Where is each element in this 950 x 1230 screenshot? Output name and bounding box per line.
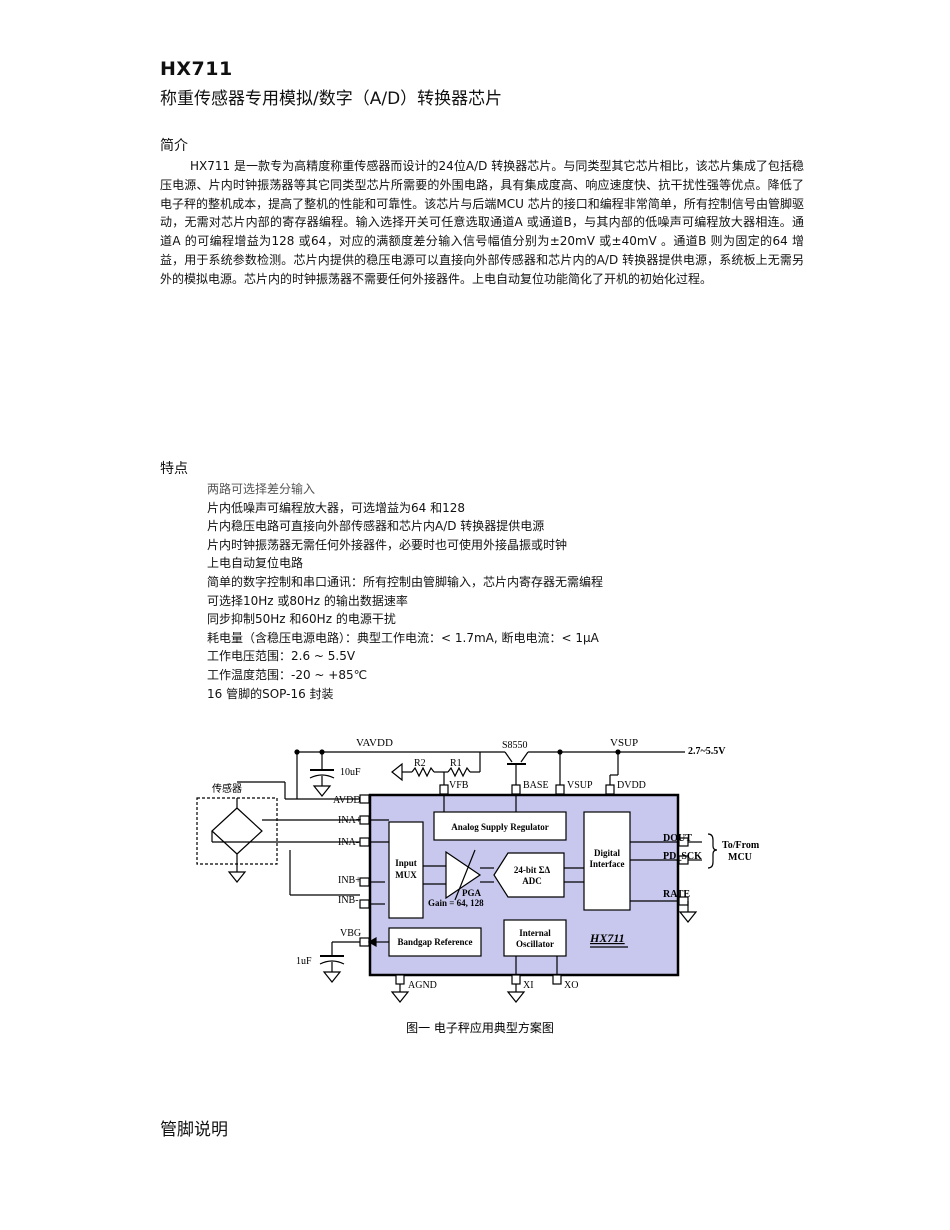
pins-heading: 管脚说明 [160,1120,228,1140]
pin-vfb-label: VFB [449,780,469,791]
mcu-label: MCU [728,852,752,863]
pin-inb-plus [359,877,370,887]
pin-base [511,784,521,795]
transistor-emitter [504,751,513,763]
capacitor-1uf-plate [319,960,345,965]
feature-item: 片内稳压电路可直接向外部传感器和芯片内A/D 转换器提供电源 [207,519,545,534]
pin-avdd [359,794,370,804]
pga-label: PGA [462,888,481,898]
feature-item: 可选择10Hz 或80Hz 的输出数据速率 [207,593,408,608]
ground-icon [312,785,332,797]
feature-item: 16 管脚的SOP-16 封装 [207,686,334,701]
block-digital-label-2: Interface [590,859,625,869]
sensor-label: 传感器 [212,782,242,795]
resistor-r2 [411,766,435,778]
pin-vbg [359,937,370,947]
intro-paragraph: HX711 是一款专为高精度称重传感器而设计的24位A/D 转换器芯片。与同类型… [160,159,804,286]
pin-pd-sck-label: PD_SCK [663,851,702,862]
cap-10uf-label: 10uF [340,767,361,778]
ground-icon [678,911,698,923]
block-mux-label-2: MUX [395,870,417,880]
r1-label: R1 [450,758,462,769]
figure-caption: 图一 电子秤应用典型方案图 [406,1020,554,1035]
feature-item: 两路可选择差分输入 [207,482,316,496]
feature-item: 片内低噪声可编程放大器，可选增益为64 和128 [207,500,465,515]
pin-vfb [439,784,449,795]
application-circuit-diagram: VAVDD VSUP 2.7~5.5V S8550 10uF R2 R1 VFB… [196,737,760,1035]
document-subtitle: 称重传感器专用模拟/数字（A/D）转换器芯片 [160,89,503,109]
pin-vsup-label: VSUP [567,780,593,791]
capacitor-10uf-plate [309,774,335,779]
block-oscillator [503,919,567,957]
pin-ina-minus-label: INA- [338,837,359,848]
chip-name-label: HX711 [589,931,625,945]
block-bandgap-label: Bandgap Reference [397,937,472,947]
pin-vsup [555,784,565,795]
block-regulator-label: Analog Supply Regulator [451,822,549,832]
pin-base-label: BASE [523,780,549,791]
features-heading: 特点 [160,461,188,477]
ground-icon [227,871,247,883]
pin-inb-plus-label: INB+ [338,875,361,886]
pin-dout-label: DOUT [663,833,692,844]
pin-xi [511,974,521,985]
supply-range-label: 2.7~5.5V [688,746,726,757]
block-digital-label-1: Digital [594,848,620,858]
ground-icon [506,991,526,1003]
block-adc-label-1: 24-bit ΣΔ [514,865,551,875]
feature-item: 简单的数字控制和串口通讯：所有控制由管脚输入，芯片内寄存器无需编程 [207,574,604,589]
features-list: 两路可选择差分输入 片内低噪声可编程放大器，可选增益为64 和128 片内稳压电… [207,480,603,703]
pin-inb-minus [359,899,370,909]
resistor-r1 [447,766,471,778]
r2-label: R2 [414,758,426,769]
pga-gain-label: Gain = 64, 128 [428,898,484,908]
intro-heading: 简介 [160,138,188,154]
ground-icon [390,991,410,1003]
bus-brace [707,833,718,869]
pin-avdd-label: AVDD [333,795,361,806]
pin-inb-minus-label: INB- [338,895,359,906]
wheatstone-bridge [211,807,263,855]
pin-agnd-label: AGND [408,980,437,991]
feature-item: 片内时钟振荡器无需任何外接器件，必要时也可使用外接晶振或时钟 [207,537,568,552]
to-from-label: To/From [722,840,760,851]
feature-item: 工作电压范围：2.6 ~ 5.5V [207,649,356,664]
pin-xi-label: XI [523,980,534,991]
transistor-collector [520,751,529,763]
block-osc-label-2: Oscillator [516,939,554,949]
transistor-label: S8550 [502,740,528,751]
feature-item: 上电自动复位电路 [207,556,304,571]
feature-item: 耗电量（含稳压电源电路）：典型工作电流：< 1.7mA, 断电电流：< 1μA [207,630,599,645]
block-osc-label-1: Internal [519,928,551,938]
vavdd-label: VAVDD [356,737,393,749]
block-adc [493,852,565,898]
block-mux-label-1: Input [395,858,417,868]
pga-gain-arrow [454,849,476,901]
pin-rate-label: RATE [663,889,690,900]
pin-dvdd-label: DVDD [617,780,646,791]
block-adc-label-2: ADC [522,876,542,886]
document-title: HX711 [160,58,233,80]
block-input-mux [388,821,424,919]
pin-ina-minus [359,837,370,847]
pin-ina-plus-label: INA+ [338,815,362,826]
pin-agnd [395,974,405,985]
feature-item: 同步抑制50Hz 和60Hz 的电源干扰 [207,612,396,627]
ground-icon [391,762,403,782]
block-digital-interface [583,811,631,911]
block-bandgap [388,927,482,957]
feature-item: 工作温度范围：-20 ~ +85℃ [207,667,368,682]
ground-icon [322,971,342,983]
vsup-label: VSUP [610,737,638,749]
block-regulator [433,811,567,841]
pin-xo [552,974,562,985]
pin-xo-label: XO [564,980,578,991]
pin-vbg-label: VBG [340,928,361,939]
cap-1uf-label: 1uF [296,956,312,967]
block-pga [445,850,482,900]
pin-dvdd [605,784,615,795]
